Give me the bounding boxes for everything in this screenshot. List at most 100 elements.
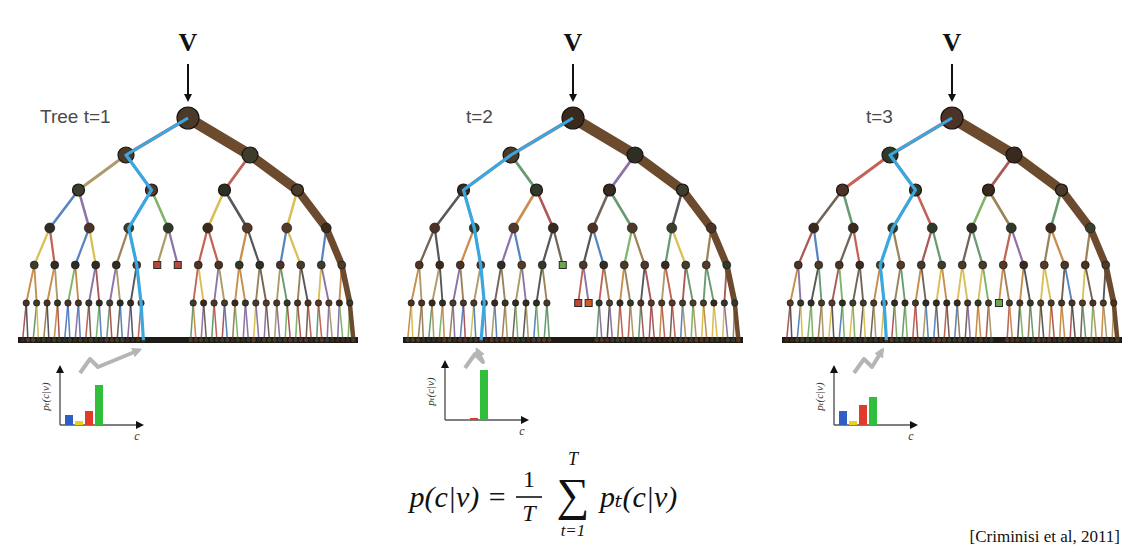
tree-node	[515, 338, 520, 343]
tree-node	[439, 300, 445, 306]
tree-branch	[641, 303, 644, 340]
tree-node	[596, 300, 602, 306]
tree-node	[706, 223, 716, 233]
tree-branch	[193, 303, 196, 340]
tree-node	[112, 261, 120, 269]
tree-node	[795, 338, 800, 343]
tree-node	[842, 338, 847, 343]
tree-node	[309, 338, 314, 343]
tree-branch	[618, 303, 620, 340]
tree-node	[1006, 147, 1022, 163]
tree-branch	[68, 303, 70, 340]
tree-node	[1040, 261, 1048, 269]
tree-branch	[214, 265, 219, 303]
formula-text: T	[568, 450, 578, 468]
tree-branch	[435, 228, 440, 265]
tree-branch	[235, 265, 239, 303]
citation: [Criminisi et al, 2011]	[970, 528, 1120, 545]
tree-node	[1069, 300, 1075, 306]
tree-node	[815, 261, 823, 269]
class-bar	[75, 421, 83, 425]
leaf-arrow	[465, 350, 483, 368]
tree-title: t=2	[466, 107, 493, 126]
leaf-band	[18, 337, 358, 343]
tree-branch	[245, 303, 248, 340]
tree-node	[190, 300, 196, 306]
tree-node	[626, 338, 631, 343]
tree-node	[711, 300, 717, 306]
tree-branch	[790, 303, 792, 340]
tree-branch	[1020, 303, 1023, 340]
tree-node	[975, 300, 981, 306]
tree-branch	[201, 303, 204, 340]
tree-node	[531, 184, 543, 196]
tree-branch	[514, 190, 537, 228]
axis-label: pₜ(c|v)	[813, 382, 824, 410]
tree-branch	[1103, 303, 1107, 340]
tree-node	[83, 338, 88, 343]
tree-node	[120, 338, 125, 343]
tree-node	[669, 300, 675, 306]
tree-branch	[942, 265, 947, 303]
tree-node	[984, 338, 989, 343]
tree-node	[847, 338, 852, 343]
tree-node	[1006, 223, 1016, 233]
tree-branch	[957, 265, 962, 303]
tree-node	[860, 300, 866, 306]
tree-branch	[536, 265, 542, 303]
tree-branch	[1044, 265, 1051, 303]
tree-node	[667, 223, 677, 233]
tree-node	[246, 338, 251, 343]
tree-branch	[965, 303, 968, 340]
tree-branch	[116, 265, 120, 303]
axis-y	[833, 367, 834, 425]
tree-branch	[266, 303, 269, 340]
tree-branch	[853, 265, 860, 303]
tree-branch	[607, 303, 609, 340]
tree-node	[518, 261, 526, 269]
tree-node	[136, 338, 141, 343]
tree-node	[1090, 300, 1096, 306]
tree-branch	[1082, 265, 1085, 303]
tree-node	[533, 300, 539, 306]
tree-branch	[225, 303, 228, 340]
tree-branch	[212, 303, 214, 340]
tree-branch	[75, 265, 78, 303]
tree-node	[826, 338, 831, 343]
tree-node	[542, 338, 547, 343]
tree-branch	[1051, 303, 1054, 340]
tree-branch	[419, 228, 435, 265]
tree-node	[805, 338, 810, 343]
tree-branch	[536, 303, 538, 340]
tree-branch	[635, 155, 683, 190]
decision-tree	[403, 107, 743, 343]
tree-branch	[350, 303, 354, 340]
tree-node	[944, 300, 950, 306]
class-bar	[65, 415, 73, 425]
tree-node	[931, 338, 936, 343]
tree-branch	[34, 228, 50, 265]
tree-node	[512, 300, 518, 306]
tree-branch	[983, 265, 989, 303]
tree-node	[276, 261, 284, 269]
tree-node	[1115, 338, 1120, 343]
tree-branch	[460, 228, 474, 265]
tree-branch	[411, 265, 419, 303]
tree-node	[588, 223, 598, 233]
tree-node	[23, 300, 29, 306]
axis-label: c	[908, 430, 913, 442]
tree-node	[437, 338, 442, 343]
tree-branch	[327, 303, 329, 340]
tree-node	[204, 338, 209, 343]
tree-node	[905, 338, 910, 343]
tree-branch	[450, 303, 453, 340]
tree-branch	[89, 228, 96, 265]
input-symbol: V	[179, 30, 198, 56]
tree-node	[677, 184, 689, 196]
tree-node	[214, 338, 219, 343]
tree-branch	[962, 265, 967, 303]
tree-branch	[1041, 265, 1045, 303]
tree-branch	[822, 303, 824, 340]
tree-branch	[198, 228, 208, 265]
tree-node	[241, 338, 246, 343]
